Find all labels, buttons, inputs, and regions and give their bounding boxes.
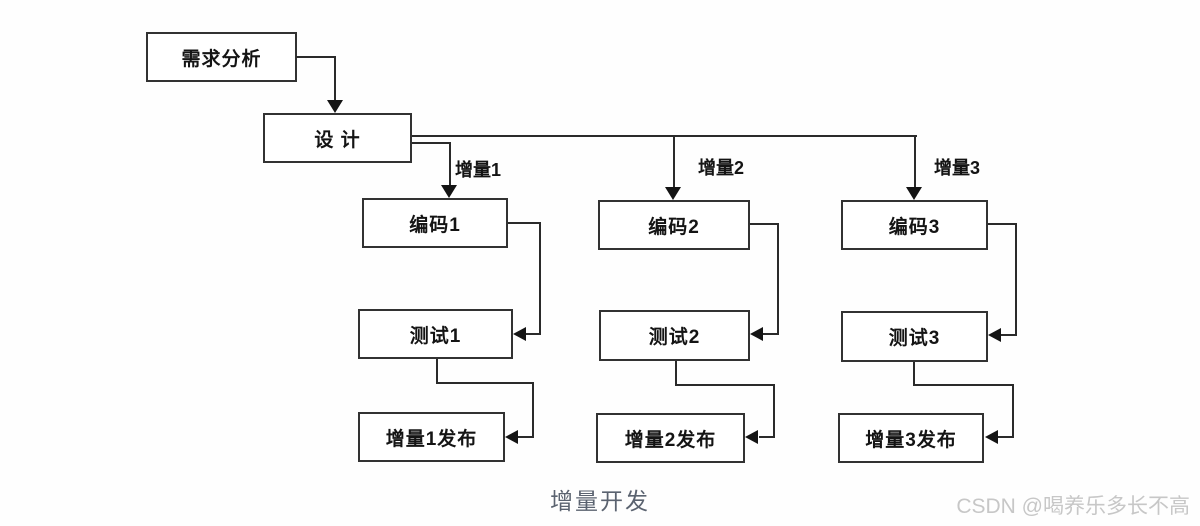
arrow-left-icon xyxy=(505,430,518,444)
flow-box-release-1: 增量1发布 xyxy=(358,412,505,462)
connector-line xyxy=(913,362,915,386)
connector-line xyxy=(412,135,917,137)
connector-line xyxy=(773,384,775,438)
arrow-left-icon xyxy=(988,328,1001,342)
connector-line xyxy=(449,142,451,187)
connector-line xyxy=(675,384,775,386)
flow-box-release-3: 增量3发布 xyxy=(838,413,984,463)
flow-box-code-2: 编码2 xyxy=(598,200,750,250)
branch-label-increment-2: 增量2 xyxy=(698,158,745,178)
connector-line xyxy=(539,222,541,335)
flow-box-test-2: 测试2 xyxy=(599,310,750,361)
flow-box-release-2: 增量2发布 xyxy=(596,413,745,463)
connector-line xyxy=(518,436,534,438)
arrow-left-icon xyxy=(745,430,758,444)
connector-line xyxy=(675,361,677,386)
connector-line xyxy=(1001,334,1017,336)
diagram-caption: 增量开发 xyxy=(550,488,650,514)
connector-line xyxy=(673,136,675,187)
arrow-left-icon xyxy=(750,327,763,341)
flow-box-test-1: 测试1 xyxy=(358,309,513,359)
flow-box-design: 设 计 xyxy=(263,113,412,163)
arrow-down-icon xyxy=(665,187,681,200)
flow-box-test-3: 测试3 xyxy=(841,311,988,362)
connector-line xyxy=(1015,223,1017,336)
flow-box-code-1: 编码1 xyxy=(362,198,508,248)
arrow-left-icon xyxy=(985,430,998,444)
flow-box-requirements: 需求分析 xyxy=(146,32,297,82)
connector-line xyxy=(988,223,1017,225)
connector-line xyxy=(296,56,336,58)
arrow-down-icon xyxy=(441,185,457,198)
connector-line xyxy=(436,382,534,384)
branch-label-increment-3: 增量3 xyxy=(934,158,981,178)
connector-line xyxy=(412,142,451,144)
arrow-down-icon xyxy=(327,100,343,113)
connector-line xyxy=(526,333,541,335)
connector-line xyxy=(532,382,534,438)
connector-line xyxy=(759,436,775,438)
flow-box-code-3: 编码3 xyxy=(841,200,988,250)
arrow-down-icon xyxy=(906,187,922,200)
connector-line xyxy=(763,333,779,335)
watermark-text: CSDN @喝养乐多长不高 xyxy=(956,495,1190,518)
connector-line xyxy=(914,136,916,187)
connector-line xyxy=(334,56,336,102)
connector-line xyxy=(1012,384,1014,438)
arrow-left-icon xyxy=(513,327,526,341)
branch-label-increment-1: 增量1 xyxy=(455,160,502,180)
connector-line xyxy=(998,436,1014,438)
connector-line xyxy=(508,222,541,224)
connector-line xyxy=(777,223,779,335)
connector-line xyxy=(436,359,438,384)
connector-line xyxy=(913,384,1014,386)
connector-line xyxy=(750,223,779,225)
